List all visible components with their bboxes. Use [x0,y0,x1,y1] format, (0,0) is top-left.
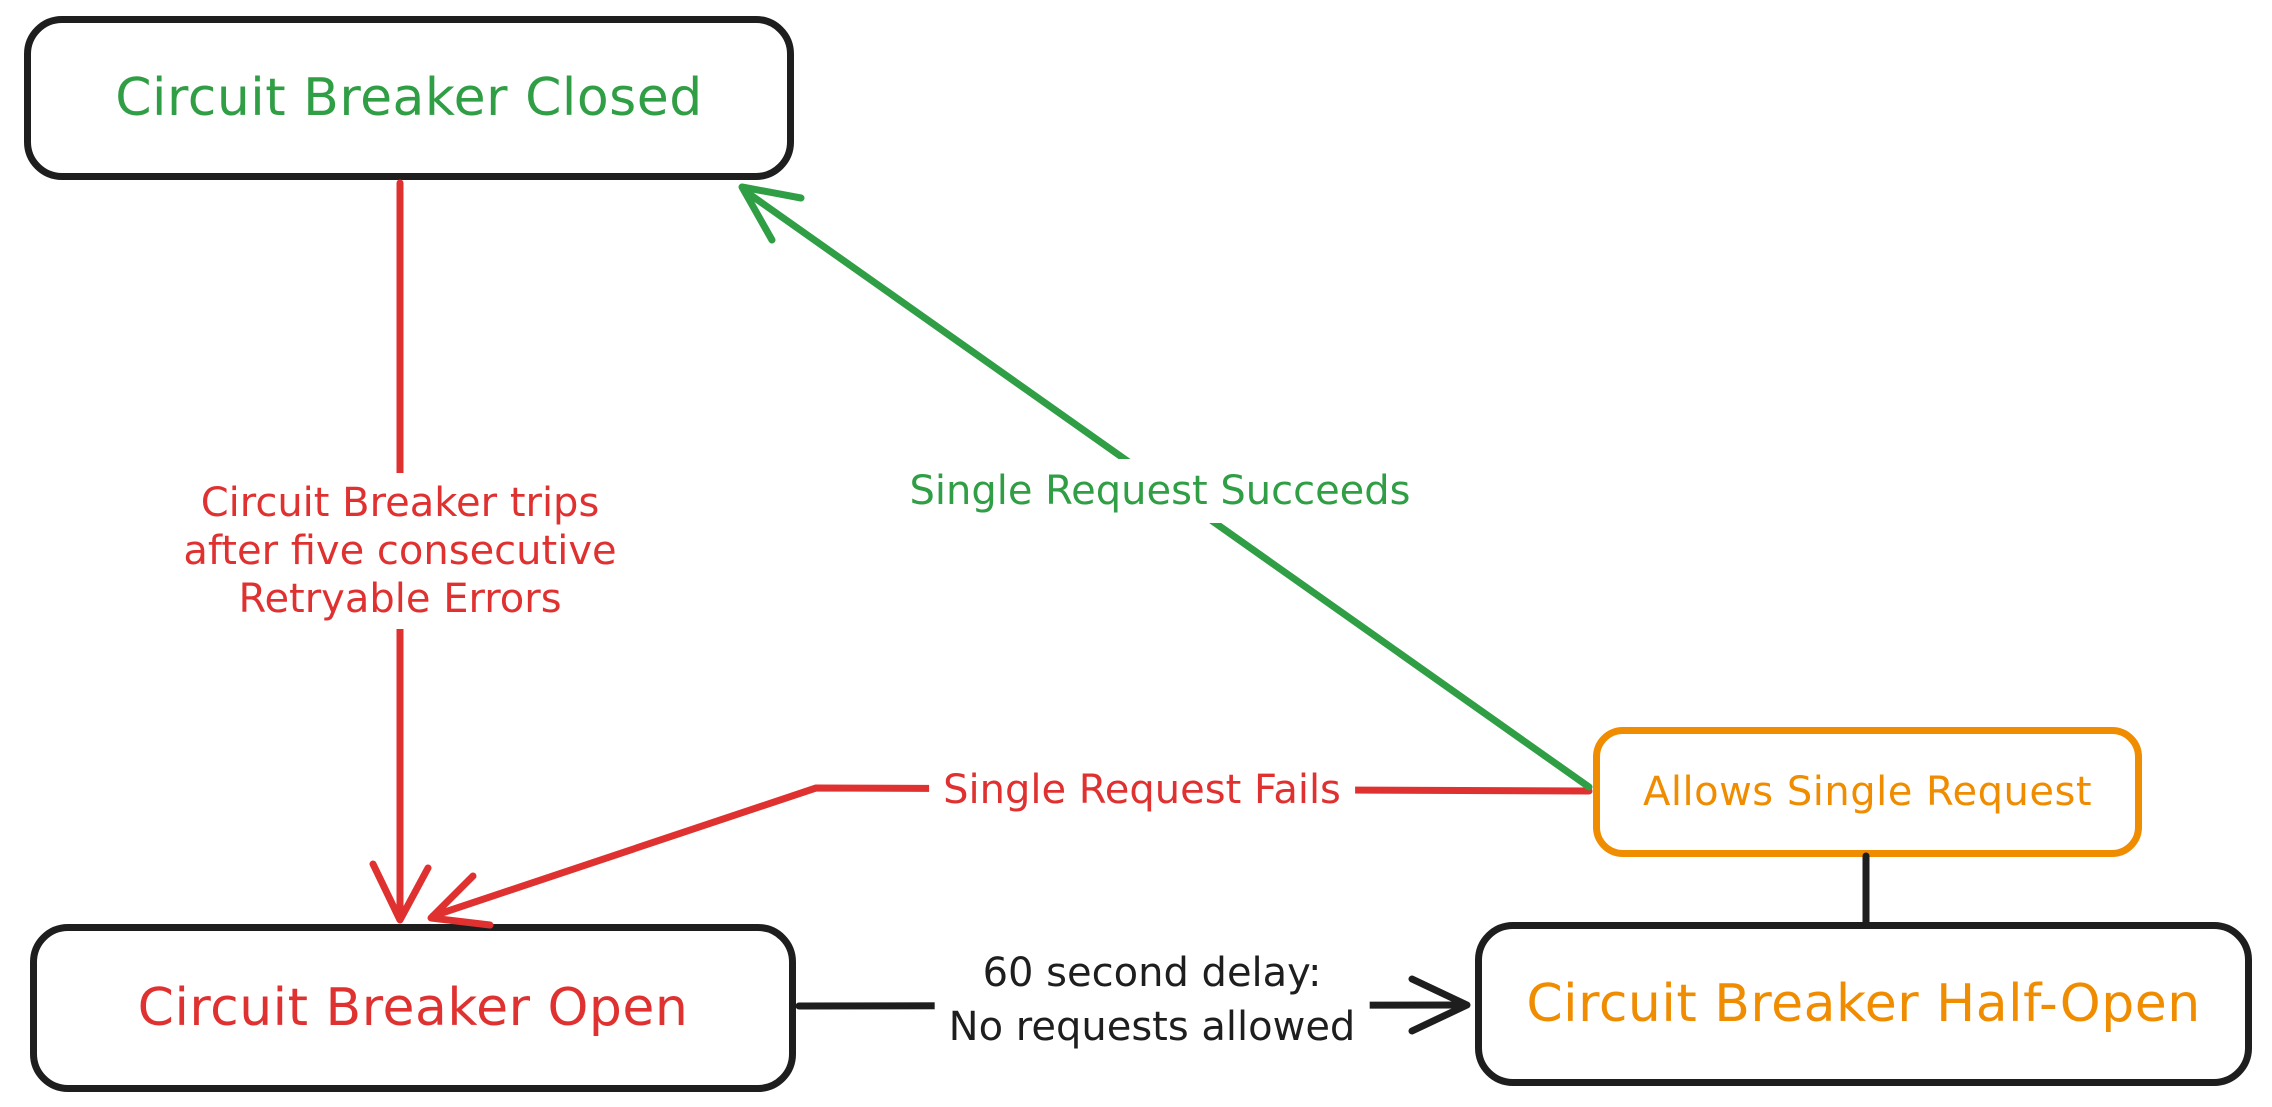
trips-arrowhead [369,860,432,924]
fails-arrowhead [427,872,494,929]
node-circuit-breaker-open-label: Circuit Breaker Open [137,978,689,1038]
node-allows-single-request: Allows Single Request [1593,727,2142,857]
node-circuit-breaker-half-open-label: Circuit Breaker Half-Open [1526,974,2201,1034]
edge-label-60-second-delay: 60 second delay: No requests allowed [934,940,1370,1060]
succeeds-arrowhead [738,183,805,244]
edge-label-single-request-fails: Single Request Fails [929,758,1355,822]
node-circuit-breaker-closed-label: Circuit Breaker Closed [115,68,703,128]
edge-label-trips: Circuit Breaker trips after five consecu… [169,473,631,629]
node-circuit-breaker-open: Circuit Breaker Open [30,924,796,1092]
node-allows-single-request-label: Allows Single Request [1643,769,2092,815]
delay-arrowhead [1408,975,1471,1035]
node-circuit-breaker-closed: Circuit Breaker Closed [24,16,794,180]
node-circuit-breaker-half-open: Circuit Breaker Half-Open [1475,922,2252,1086]
edge-label-single-request-succeeds: Single Request Succeeds [895,459,1425,523]
